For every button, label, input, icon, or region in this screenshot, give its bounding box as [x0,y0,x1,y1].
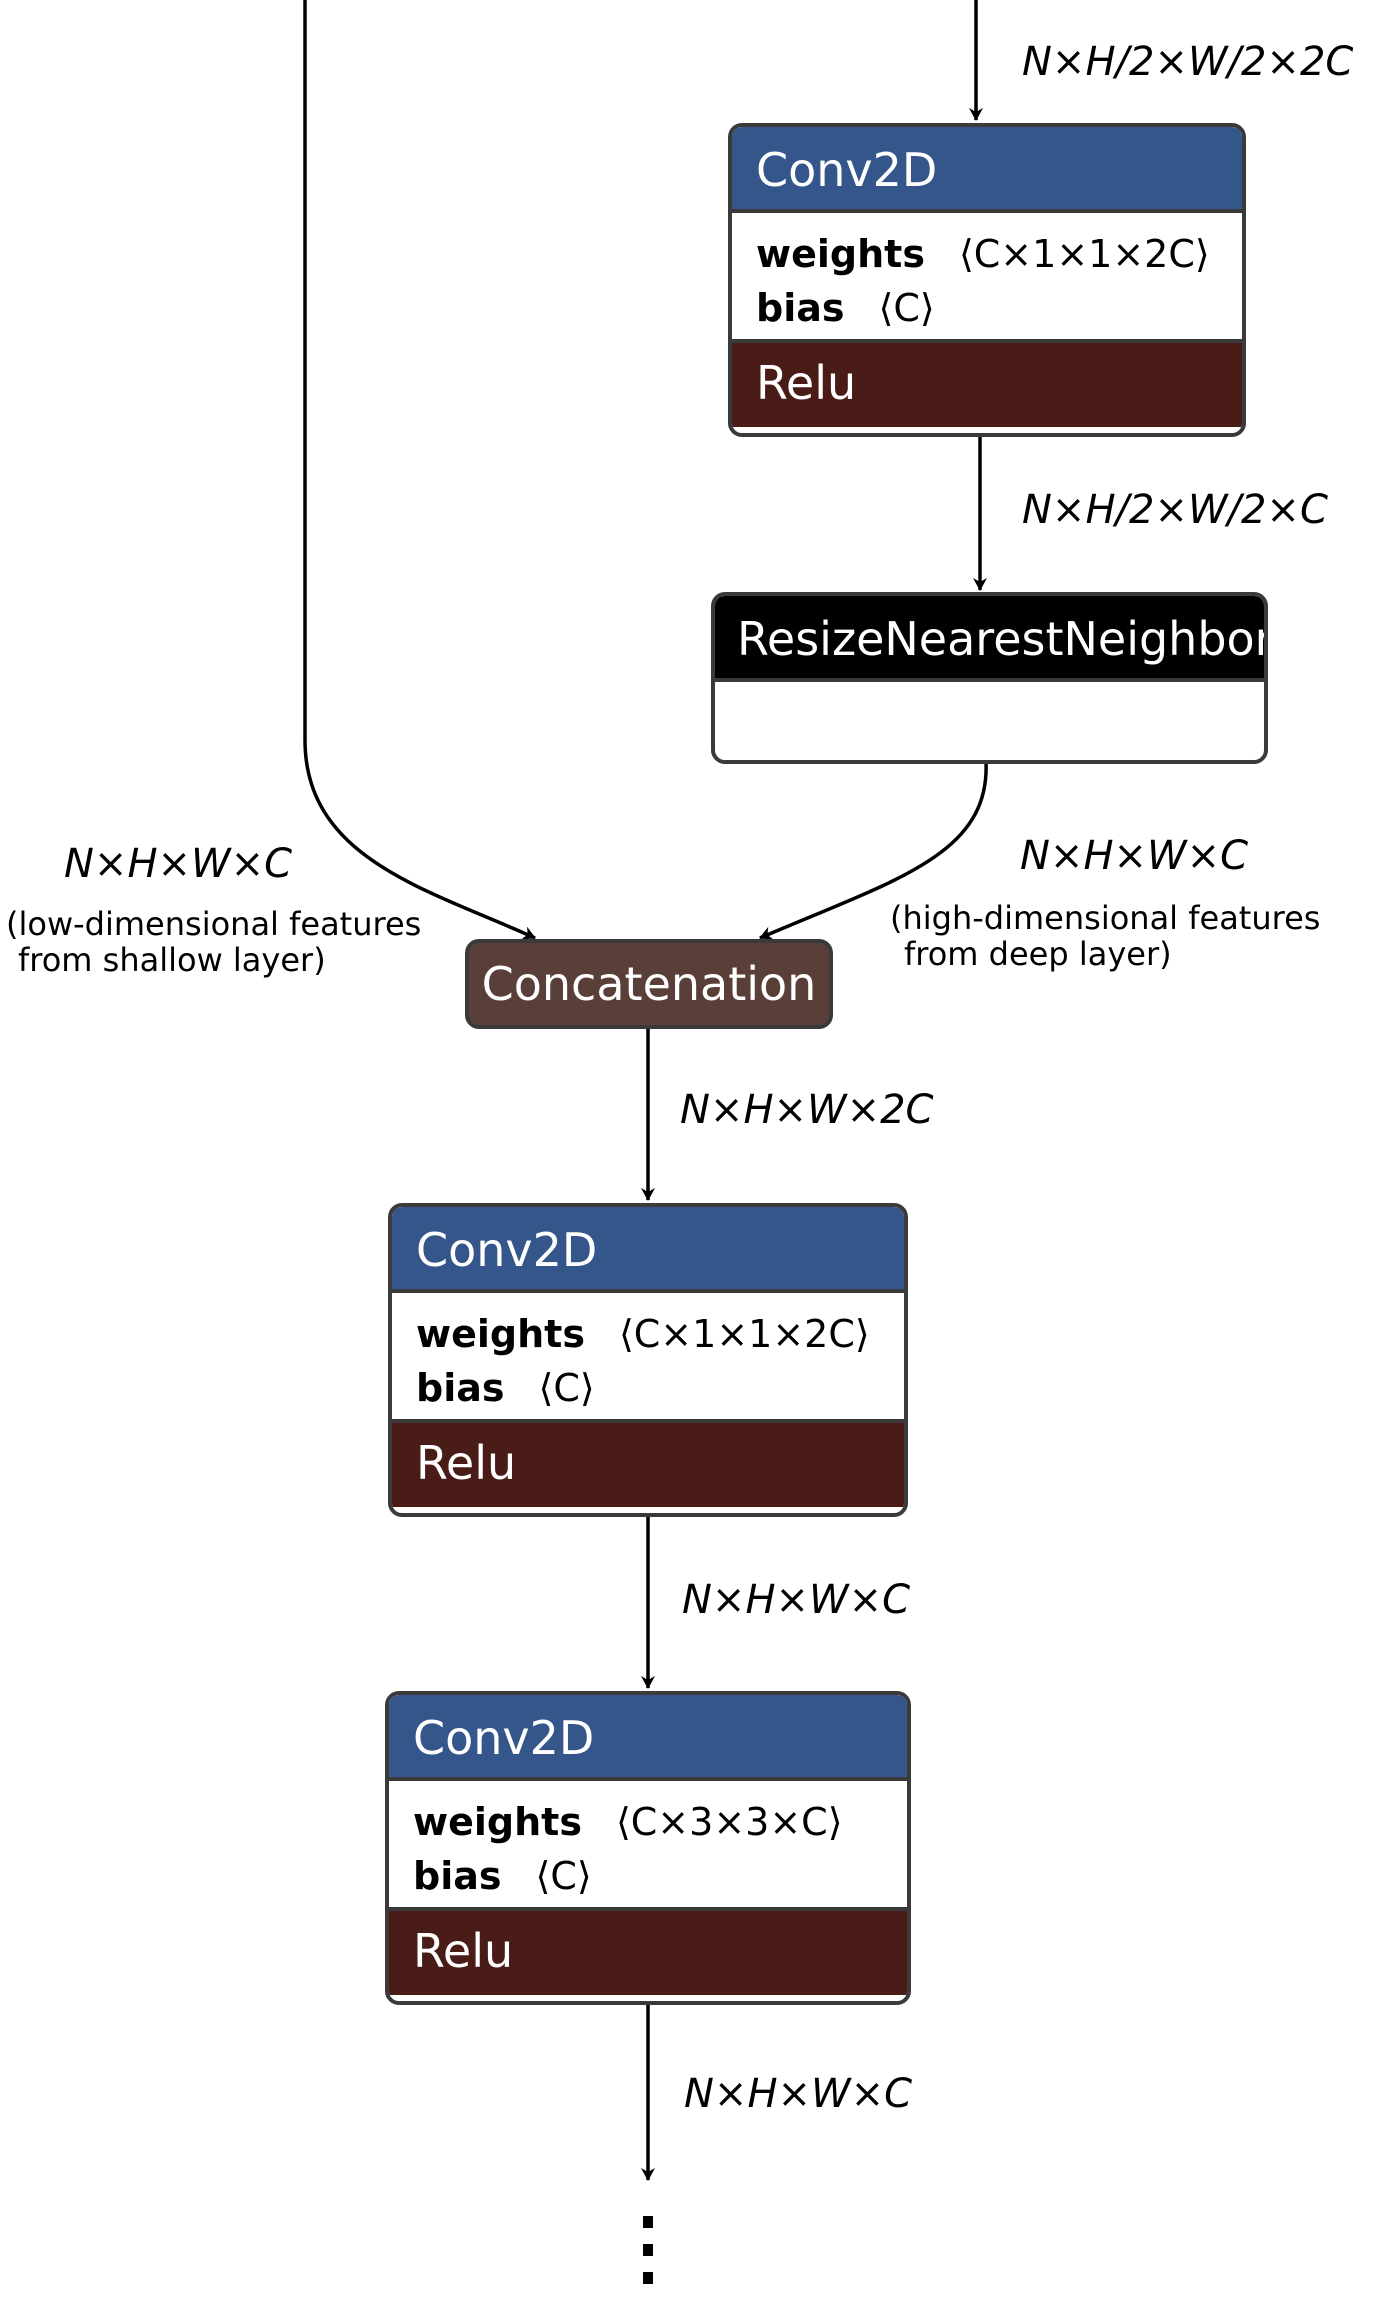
weights-label: weights [416,1312,585,1356]
edge-label-conv-bottom-out: N×H×W×C [684,2071,913,2117]
edge-label-deep: N×H×W×C [1020,833,1249,879]
weights-value: ⟨C×1×1×2C⟩ [958,232,1210,276]
edge-label-conv-top-to-resize: N×H/2×W/2×C [1022,487,1328,533]
weights-label: weights [413,1800,582,1844]
bias-value: ⟨C⟩ [538,1366,595,1410]
bias-label: bias [413,1854,502,1898]
edge-resize-to-concat [759,761,988,940]
node-title: Conv2D [732,127,1242,213]
activation-label: Relu [732,343,1242,427]
weights-value: ⟨C×3×3×C⟩ [615,1800,843,1844]
note-deep-features: (high-dimensional features from deep lay… [890,900,1320,972]
conv2d-node-middle[interactable]: Conv2D weights ⟨C×1×1×2C⟩ bias ⟨C⟩ Relu [388,1203,908,1517]
note-line: from deep layer) [904,935,1172,973]
note-line: from shallow layer) [18,941,326,979]
node-params: weights ⟨C×3×3×C⟩ bias ⟨C⟩ [389,1781,907,1911]
bias-value: ⟨C⟩ [535,1854,592,1898]
bias-label: bias [416,1366,505,1410]
activation-label: Relu [392,1423,904,1507]
node-params: weights ⟨C×1×1×2C⟩ bias ⟨C⟩ [732,213,1242,343]
note-shallow-features: (low-dimensional features from shallow l… [6,906,421,978]
node-title: ResizeNearestNeighbor [715,596,1264,682]
concatenation-node[interactable]: Concatenation [465,939,833,1029]
edge-label-conv-mid-to-conv-bottom: N×H×W×C [682,1577,911,1623]
weights-value: ⟨C×1×1×2C⟩ [618,1312,870,1356]
conv2d-node-bottom[interactable]: Conv2D weights ⟨C×3×3×C⟩ bias ⟨C⟩ Relu [385,1691,911,2005]
edge-label-concat-to-conv-mid: N×H×W×2C [680,1087,934,1133]
resize-nearest-neighbor-node[interactable]: ResizeNearestNeighbor [711,592,1268,764]
node-params: weights ⟨C×1×1×2C⟩ bias ⟨C⟩ [392,1293,904,1423]
note-line: (high-dimensional features [890,899,1321,937]
weights-label: weights [756,232,925,276]
node-title: Conv2D [389,1695,907,1781]
note-line: (low-dimensional features [6,905,422,943]
bias-value: ⟨C⟩ [878,286,935,330]
continuation-dots [643,2216,653,2284]
edge-shallow-to-concat [303,0,536,940]
edge-label-shallow: N×H×W×C [64,841,293,887]
conv2d-node-top[interactable]: Conv2D weights ⟨C×1×1×2C⟩ bias ⟨C⟩ Relu [728,123,1246,437]
activation-label: Relu [389,1911,907,1995]
bias-label: bias [756,286,845,330]
edge-label-into-conv-top: N×H/2×W/2×2C [1022,39,1354,85]
node-title: Conv2D [392,1207,904,1293]
